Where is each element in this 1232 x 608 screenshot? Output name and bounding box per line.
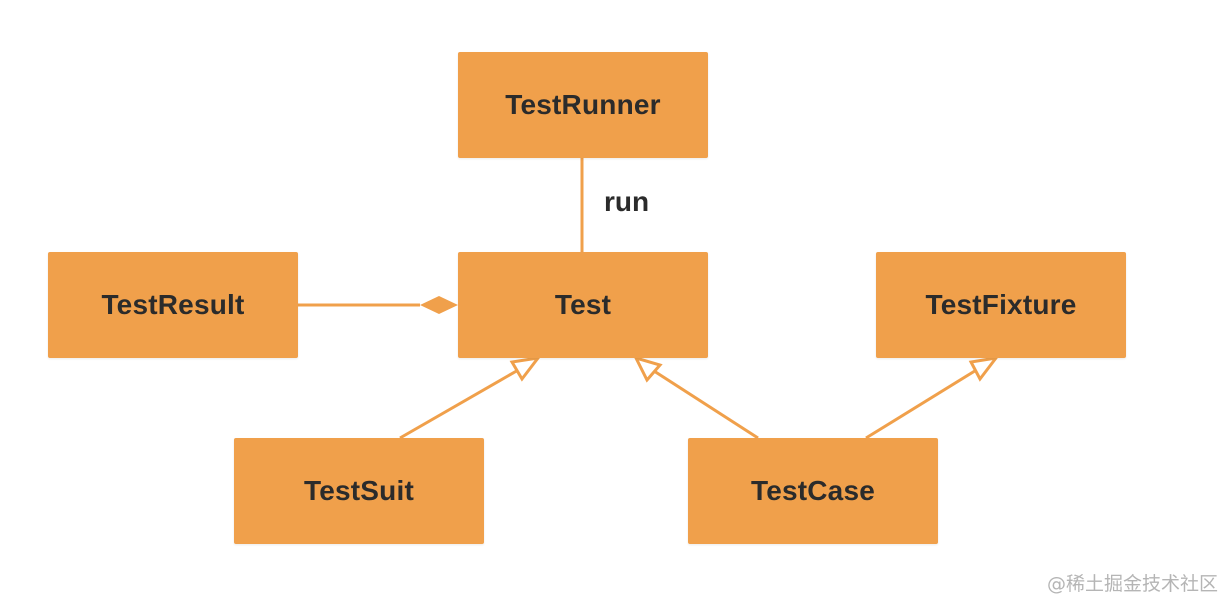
node-testresult: TestResult <box>48 252 298 358</box>
watermark: @稀土掘金技术社区 <box>1046 573 1218 595</box>
composition-diamond <box>420 296 458 314</box>
node-testrunner-label: TestRunner <box>505 89 661 120</box>
inheritance-arrow-case <box>633 355 663 383</box>
inheritance-arrow-fixture <box>968 355 1000 382</box>
node-testfixture: TestFixture <box>876 252 1126 358</box>
node-testrunner: TestRunner <box>458 52 708 158</box>
node-testsuit: TestSuit <box>234 438 484 544</box>
node-testresult-label: TestResult <box>101 289 245 320</box>
node-testsuit-label: TestSuit <box>304 475 414 506</box>
node-testcase-label: TestCase <box>750 475 876 506</box>
node-testfixture-label: TestFixture <box>925 289 1077 320</box>
edge-case-fixture <box>865 367 979 440</box>
node-test-label: Test <box>554 289 612 320</box>
edge-label-run: run <box>604 186 650 217</box>
edge-suit-test <box>399 367 521 440</box>
node-testcase: TestCase <box>688 438 938 544</box>
inheritance-arrow-suit <box>509 355 542 382</box>
edge-case-test <box>653 369 759 440</box>
node-test: Test <box>458 252 708 358</box>
